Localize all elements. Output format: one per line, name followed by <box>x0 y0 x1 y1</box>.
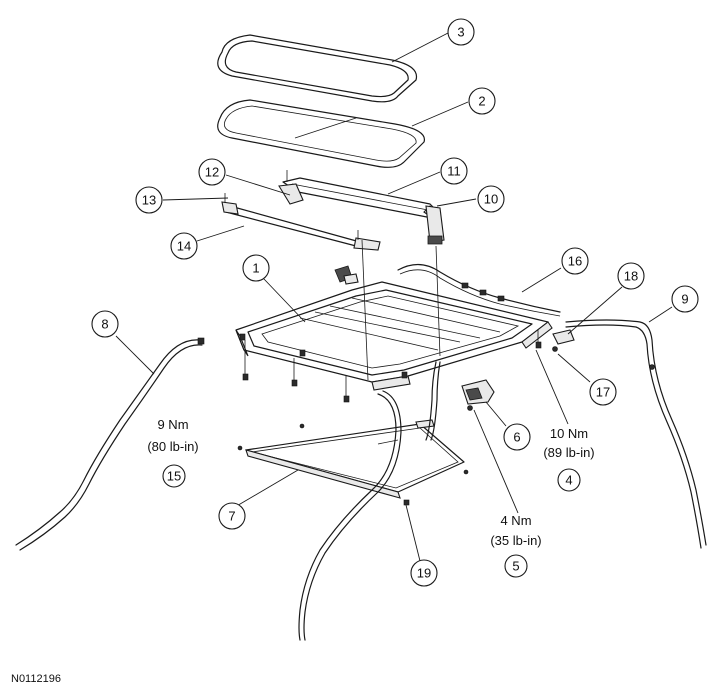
part-12-deflector-arm <box>278 170 304 205</box>
callout-10: 10 <box>477 185 505 213</box>
part-14-guide-rail <box>221 193 381 251</box>
callout-8: 8 <box>91 310 119 338</box>
part-6-sunroof-motor <box>461 379 495 411</box>
part-3-glass-seal <box>217 34 418 103</box>
torque-spec-4: 10 Nm (89 lb-in) 4 <box>543 426 595 492</box>
svg-text:13: 13 <box>142 193 156 208</box>
leader-lines <box>115 32 673 562</box>
svg-text:4 Nm: 4 Nm <box>500 513 531 528</box>
drawing-id: N0112196 <box>11 673 61 685</box>
part-1-sunroof-frame <box>235 239 553 391</box>
callout-11: 11 <box>440 157 468 185</box>
svg-text:(80 lb-in): (80 lb-in) <box>147 439 198 454</box>
callout-2: 2 <box>468 87 496 115</box>
callout-3: 3 <box>447 18 475 46</box>
callout-18: 18 <box>617 262 645 290</box>
svg-text:19: 19 <box>417 566 431 581</box>
svg-text:10: 10 <box>484 192 498 207</box>
svg-text:2: 2 <box>478 94 485 109</box>
callout-14: 14 <box>170 232 198 260</box>
svg-text:12: 12 <box>205 165 219 180</box>
part-10-deflector-arm <box>425 205 445 245</box>
svg-text:6: 6 <box>513 430 520 445</box>
frame-brackets <box>334 265 359 285</box>
svg-text:(35 lb-in): (35 lb-in) <box>490 533 541 548</box>
callout-19: 19 <box>410 559 438 587</box>
callout-13: 13 <box>135 186 163 214</box>
svg-text:8: 8 <box>101 317 108 332</box>
fasteners <box>239 330 542 506</box>
callout-12: 12 <box>198 158 226 186</box>
svg-text:11: 11 <box>447 164 461 179</box>
rear-drain-tube-left <box>298 390 402 641</box>
rear-drain-tube-right <box>425 361 441 441</box>
torque-spec-5: 4 Nm (35 lb-in) 5 <box>490 513 542 578</box>
svg-text:17: 17 <box>596 385 610 400</box>
callout-7: 7 <box>218 502 246 530</box>
svg-text:9 Nm: 9 Nm <box>157 417 188 432</box>
svg-text:18: 18 <box>624 269 638 284</box>
svg-text:10 Nm: 10 Nm <box>550 426 588 441</box>
svg-text:3: 3 <box>457 25 464 40</box>
svg-text:5: 5 <box>512 559 519 574</box>
svg-text:7: 7 <box>228 509 235 524</box>
svg-text:4: 4 <box>565 473 572 488</box>
svg-text:15: 15 <box>167 469 181 484</box>
svg-text:14: 14 <box>177 239 191 254</box>
part-11-wind-deflector <box>282 177 441 220</box>
callout-1: 1 <box>242 254 270 282</box>
callout-9: 9 <box>671 285 699 313</box>
part-8-front-drain-tube-left <box>15 337 205 551</box>
part-9-front-drain-tube-right <box>565 319 707 549</box>
svg-text:16: 16 <box>568 254 582 269</box>
svg-text:9: 9 <box>681 292 688 307</box>
part-2-glass-panel <box>217 99 426 168</box>
torque-spec-15: 9 Nm (80 lb-in) 15 <box>147 417 199 488</box>
svg-text:1: 1 <box>252 261 259 276</box>
part-18-bracket <box>552 329 575 352</box>
part-16-wiring-harness <box>397 263 561 317</box>
callout-16: 16 <box>561 247 589 275</box>
svg-text:(89 lb-in): (89 lb-in) <box>543 445 594 460</box>
callout-17: 17 <box>589 378 617 406</box>
callout-6: 6 <box>503 423 531 451</box>
